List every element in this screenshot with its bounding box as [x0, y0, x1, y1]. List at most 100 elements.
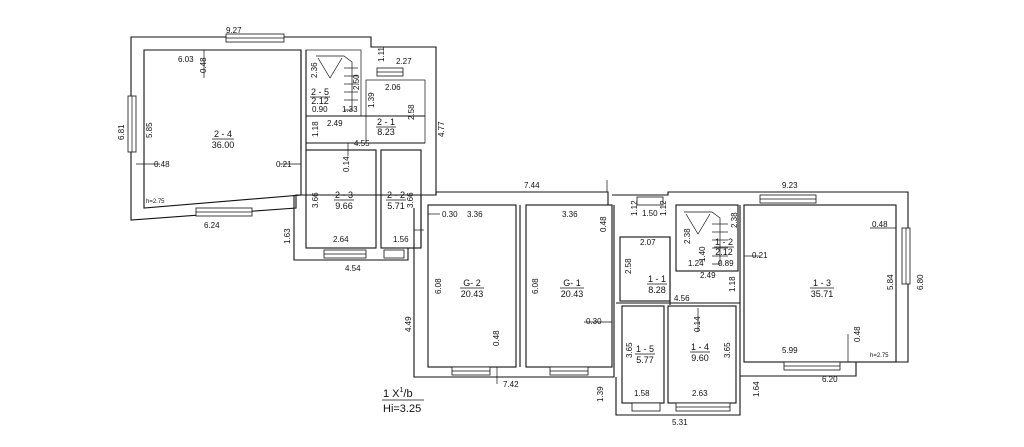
svg-text:3.65: 3.65 — [723, 342, 732, 358]
svg-text:1.18: 1.18 — [728, 276, 737, 292]
svg-text:9.66: 9.66 — [335, 201, 353, 211]
room-g-2: G- 2 20.43 — [460, 278, 484, 299]
room-g-1: G- 1 20.43 — [560, 278, 584, 299]
svg-text:4.55: 4.55 — [354, 139, 370, 148]
svg-text:0.21: 0.21 — [276, 160, 292, 169]
svg-text:5.71: 5.71 — [387, 201, 405, 211]
svg-text:Hi=3.25: Hi=3.25 — [383, 403, 421, 415]
svg-text:2.38: 2.38 — [683, 228, 692, 244]
svg-text:6.03: 6.03 — [178, 55, 194, 64]
svg-text:2.58: 2.58 — [407, 104, 416, 120]
dimension-labels: 9.27 6.03 0.48 2.36 2.50 1.11 2.27 2.06 … — [117, 26, 925, 427]
room-1-5: 1 - 5 5.77 — [635, 344, 655, 365]
svg-text:1.18: 1.18 — [311, 121, 320, 137]
room-2-2: 2 - 2 5.71 — [386, 190, 406, 211]
svg-text:2.12: 2.12 — [311, 96, 329, 106]
room-2-3: 2 - 3 9.66 — [334, 190, 354, 211]
svg-text:1.64: 1.64 — [752, 381, 761, 397]
svg-text:2.06: 2.06 — [385, 83, 401, 92]
room-2-5: 2 - 5 2.12 — [310, 87, 330, 106]
svg-text:G- 1: G- 1 — [563, 278, 581, 288]
svg-text:1 - 5: 1 - 5 — [636, 344, 654, 354]
svg-text:2.58: 2.58 — [624, 258, 633, 274]
svg-text:9.23: 9.23 — [782, 181, 798, 190]
svg-text:0.21: 0.21 — [752, 251, 768, 260]
svg-text:0.48: 0.48 — [199, 57, 208, 73]
svg-text:0.48: 0.48 — [599, 216, 608, 232]
walls — [130, 36, 909, 416]
svg-text:2 - 5: 2 - 5 — [311, 87, 329, 97]
svg-text:20.43: 20.43 — [461, 289, 484, 299]
room-1-3: 1 - 3 35.71 — [810, 278, 834, 299]
svg-text:5.99: 5.99 — [782, 346, 798, 355]
svg-text:1.58: 1.58 — [634, 389, 650, 398]
svg-text:h=2.75: h=2.75 — [870, 353, 889, 359]
svg-text:9.27: 9.27 — [226, 26, 242, 35]
windows — [127, 33, 911, 412]
svg-text:2.38: 2.38 — [730, 212, 739, 228]
svg-text:5.31: 5.31 — [672, 418, 688, 427]
svg-text:1 - 1: 1 - 1 — [648, 274, 666, 284]
svg-text:2.12: 2.12 — [715, 247, 733, 257]
room-1-2: 1 - 2 2.12 — [714, 237, 734, 257]
svg-text:1 X1/b: 1 X1/b — [383, 387, 413, 400]
svg-text:2 - 2: 2 - 2 — [387, 190, 405, 200]
svg-text:1.11: 1.11 — [377, 46, 386, 62]
staircase-lower — [684, 211, 728, 265]
svg-text:20.43: 20.43 — [561, 289, 584, 299]
svg-text:0.48: 0.48 — [853, 326, 862, 342]
svg-text:2 - 4: 2 - 4 — [214, 129, 232, 139]
svg-text:2.64: 2.64 — [333, 235, 349, 244]
svg-text:1.40: 1.40 — [698, 246, 707, 262]
svg-text:2.50: 2.50 — [352, 74, 361, 90]
svg-text:0.14: 0.14 — [693, 316, 702, 332]
svg-text:1.12: 1.12 — [630, 200, 639, 216]
svg-text:0.30: 0.30 — [442, 210, 458, 219]
dimension-lines — [136, 50, 896, 384]
svg-text:3.36: 3.36 — [562, 210, 578, 219]
svg-text:1.56: 1.56 — [393, 235, 409, 244]
room-2-1: 2 - 1 8.23 — [376, 117, 396, 137]
svg-text:1.24: 1.24 — [688, 259, 704, 268]
room-1-4: 1 - 4 9.60 — [690, 342, 710, 363]
svg-text:1.39: 1.39 — [367, 92, 376, 108]
svg-text:0.90: 0.90 — [312, 105, 328, 114]
floor-legend: 1 X1/b Hi=3.25 — [382, 387, 424, 415]
svg-text:1 - 3: 1 - 3 — [813, 278, 831, 288]
svg-text:h=2.75: h=2.75 — [146, 199, 165, 205]
svg-text:2.27: 2.27 — [396, 57, 412, 66]
svg-text:3.65: 3.65 — [625, 342, 634, 358]
svg-text:6.80: 6.80 — [916, 274, 925, 290]
svg-text:6.08: 6.08 — [434, 278, 443, 294]
room-1-1: 1 - 1 8.28 — [647, 274, 667, 295]
svg-text:5.84: 5.84 — [886, 274, 895, 290]
svg-text:4.56: 4.56 — [674, 294, 690, 303]
svg-text:1.33: 1.33 — [342, 105, 358, 114]
svg-text:1 - 2: 1 - 2 — [715, 237, 733, 247]
svg-text:1.50: 1.50 — [642, 209, 658, 218]
svg-text:2.49: 2.49 — [327, 119, 343, 128]
svg-text:2.36: 2.36 — [310, 62, 319, 78]
svg-text:8.23: 8.23 — [377, 127, 395, 137]
svg-text:0.14: 0.14 — [342, 156, 351, 172]
svg-text:2 - 1: 2 - 1 — [377, 117, 395, 127]
svg-text:2.49: 2.49 — [700, 271, 716, 280]
svg-text:2.63: 2.63 — [692, 389, 708, 398]
svg-text:1.12: 1.12 — [659, 200, 668, 216]
svg-text:4.54: 4.54 — [345, 264, 361, 273]
svg-text:6.81: 6.81 — [117, 124, 126, 140]
room-labels: 2 - 4 36.00 2 - 5 2.12 2 - 1 8.23 2 - 3 … — [212, 87, 834, 365]
svg-text:7.44: 7.44 — [524, 181, 540, 190]
svg-text:3.36: 3.36 — [467, 210, 483, 219]
svg-text:0.48: 0.48 — [872, 220, 888, 229]
svg-text:7.42: 7.42 — [503, 380, 519, 389]
svg-text:0.48: 0.48 — [154, 160, 170, 169]
svg-text:36.00: 36.00 — [212, 140, 235, 150]
svg-text:2 - 3: 2 - 3 — [335, 190, 353, 200]
svg-text:5.77: 5.77 — [636, 355, 654, 365]
svg-text:6.20: 6.20 — [822, 375, 838, 384]
svg-text:5.85: 5.85 — [145, 122, 154, 138]
room-2-4: 2 - 4 36.00 — [212, 129, 235, 150]
staircase-upper — [316, 55, 358, 111]
